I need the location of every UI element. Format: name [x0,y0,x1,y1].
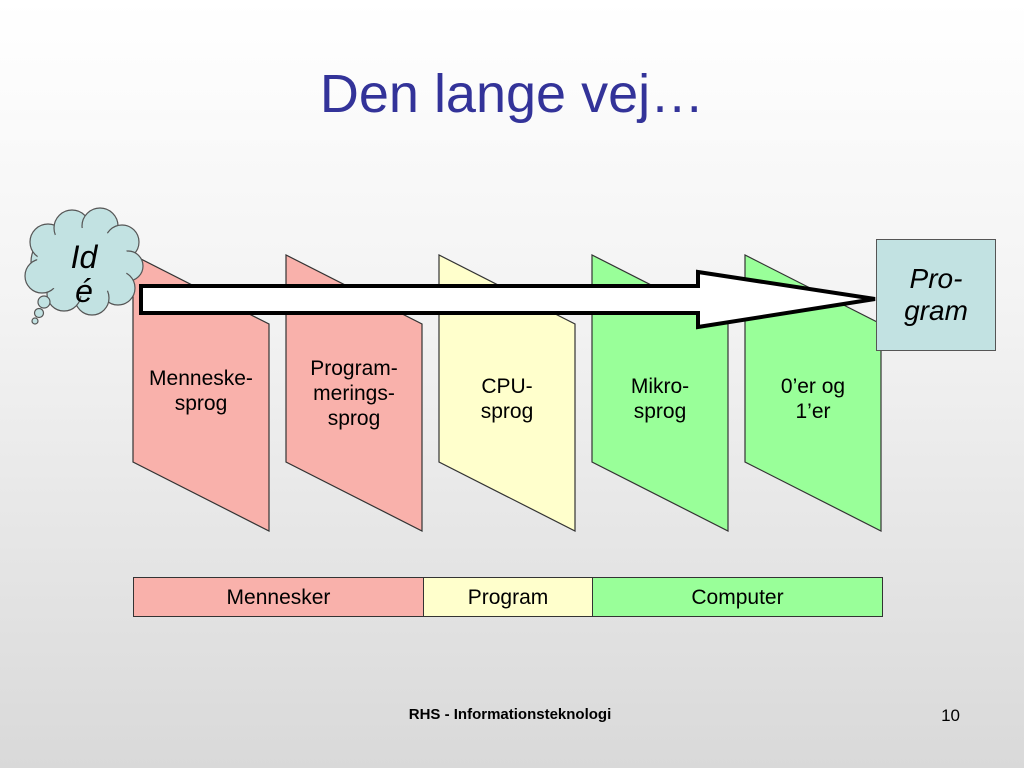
idea-cloud-icon [24,207,144,325]
program-label: Pro- gram [904,263,968,326]
stage-label-mikrosprog: Mikro- sprog [630,375,690,423]
program-box: Pro- gram [876,239,996,351]
page-number: 10 [941,706,960,725]
stage-label-menneskesprog: Menneske- sprog [149,367,253,415]
stage-label-nuller-og-ettaller: 0’er og 1’er [780,375,846,423]
legend-computer: Computer [592,577,883,617]
process-arrow [139,269,876,330]
idea-label: Id é [70,239,98,309]
legend-program: Program [423,577,593,617]
legend-mennesker: Mennesker [133,577,424,617]
stage-label-cpusprog: CPU- sprog [480,375,534,423]
footer-text: RHS - Informationsteknologi [408,706,612,723]
stage-label-programmeringssprog: Program- merings- sprog [310,357,398,430]
slide-title: Den lange vej… [319,64,705,124]
